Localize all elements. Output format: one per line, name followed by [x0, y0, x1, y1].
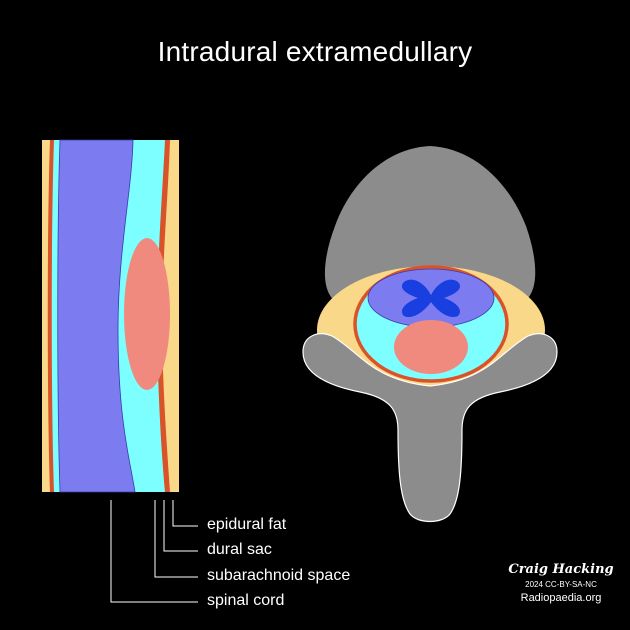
credit-author-signature: Craig Hacking — [508, 562, 614, 577]
leader-subarachnoid-space — [154, 500, 198, 578]
label-dural-sac: dural sac — [207, 541, 272, 558]
vertebral-body — [324, 146, 536, 306]
sagittal-view — [42, 139, 179, 493]
axial-grey-matter — [401, 279, 461, 318]
leader-spinal-cord — [110, 500, 198, 603]
label-subarachnoid-space: subarachnoid space — [207, 567, 351, 584]
leader-dural-sac — [163, 500, 198, 552]
diagram-title: Intradural extramedullary — [157, 36, 473, 67]
axial-tumour — [394, 320, 468, 374]
credit-site: Radiopaedia.org — [520, 592, 602, 604]
credit-license: 2024 CC-BY-SA-NC — [525, 580, 597, 589]
label-epidural-fat: epidural fat — [207, 516, 287, 533]
sagittal-spinal-cord — [57, 139, 136, 493]
axial-view — [302, 146, 558, 523]
label-spinal-cord: spinal cord — [207, 592, 285, 609]
posterior-elements — [302, 333, 558, 523]
sagittal-tumour — [124, 238, 170, 390]
leader-epidural-fat — [172, 500, 198, 527]
leader-lines — [110, 500, 198, 603]
